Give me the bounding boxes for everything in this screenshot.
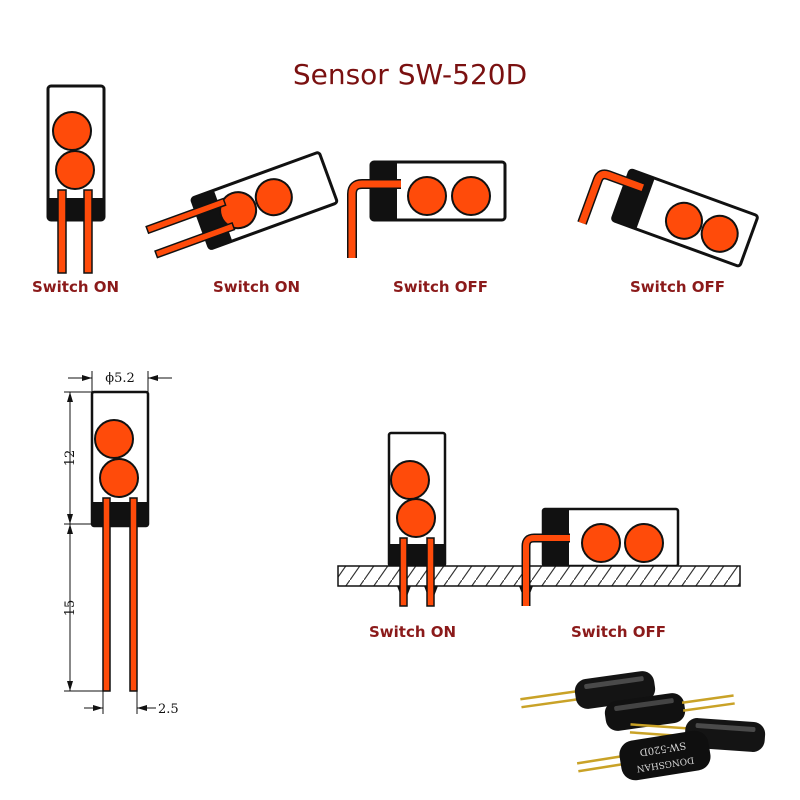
ball [396, 498, 436, 538]
ball [55, 150, 95, 190]
product-photo: SW-520D DONGSHAN [520, 671, 766, 781]
ball [99, 458, 139, 498]
lead [129, 497, 138, 692]
sensor-vertical-on [46, 84, 106, 274]
dim-pitch: 2.5 [158, 702, 179, 717]
ball [94, 419, 134, 459]
ball [451, 176, 491, 216]
board-diagram [337, 431, 741, 607]
lead [523, 535, 570, 606]
ball [254, 178, 293, 217]
label-top-1: Switch ON [32, 278, 120, 296]
ball [390, 460, 430, 500]
dim-lead-length: 15 [63, 600, 78, 617]
ball [219, 191, 258, 230]
ball [407, 176, 447, 216]
lead [83, 189, 93, 274]
dim-body-length: 12 [63, 450, 78, 467]
label-top-4: Switch OFF [630, 278, 726, 296]
label-top-3: Switch OFF [393, 278, 489, 296]
label-bottom-on: Switch ON [369, 623, 457, 641]
sensor-tilted-off [577, 168, 759, 268]
lead [145, 197, 227, 235]
sensor-horizontal-off [347, 160, 507, 258]
dimension-drawing: ϕ5.2 12 15 2.5 [63, 371, 179, 717]
lead [399, 537, 408, 607]
diagram-title: Sensor SW-520D [292, 58, 528, 91]
ball [664, 201, 703, 240]
lead [102, 497, 111, 692]
circuit-board [337, 565, 741, 587]
lead [154, 222, 236, 259]
ball [624, 523, 664, 563]
dim-diameter: ϕ5.2 [105, 371, 135, 386]
lead [426, 537, 435, 607]
label-bottom-off: Switch OFF [571, 623, 667, 641]
ball [52, 111, 92, 151]
lead [57, 189, 67, 274]
lead [578, 170, 645, 225]
ball [581, 523, 621, 563]
label-top-2: Switch ON [213, 278, 301, 296]
sensor-tilted-on [145, 151, 339, 259]
lead [348, 180, 401, 258]
ball [700, 214, 739, 253]
